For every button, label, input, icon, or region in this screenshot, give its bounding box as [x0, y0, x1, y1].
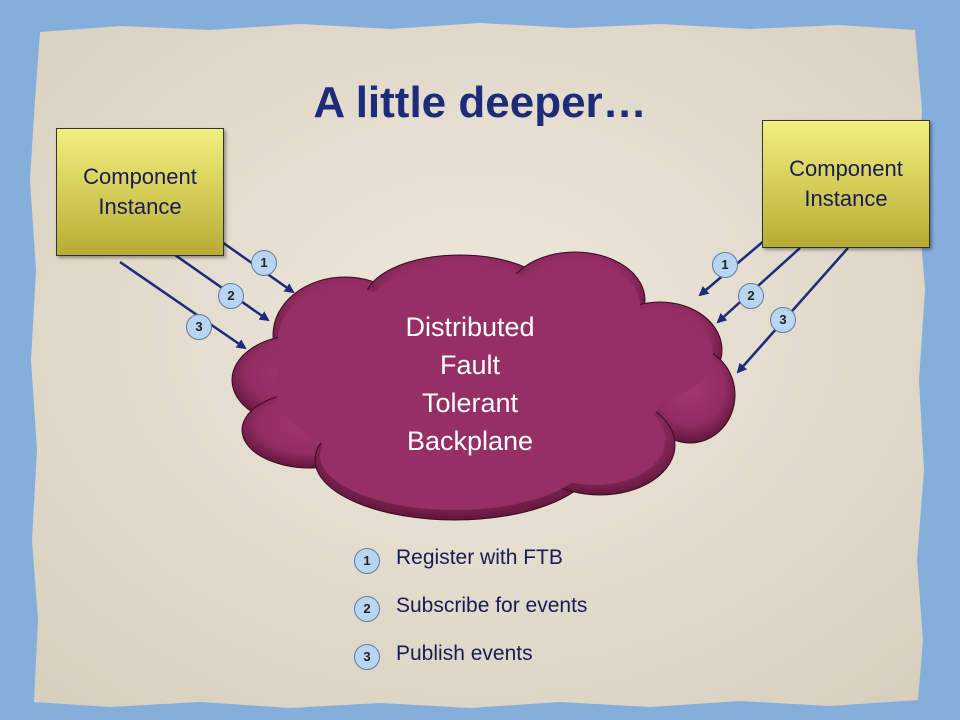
badge-right-3: 3	[770, 307, 796, 333]
cloud-fill-overlay	[275, 262, 713, 510]
legend-badge-1: 1	[354, 548, 380, 574]
badge-right-2: 2	[738, 283, 764, 309]
legend-badge-2: 2	[354, 596, 380, 622]
arrow-left-3	[119, 260, 247, 350]
component-instance-right: Component Instance	[762, 120, 930, 248]
legend-badge-3: 3	[354, 644, 380, 670]
badge-left-3: 3	[186, 314, 212, 340]
badge-right-1: 1	[712, 252, 738, 278]
legend-label-subscribe: Subscribe for events	[396, 594, 588, 617]
legend-label-publish: Publish events	[396, 642, 533, 665]
legend-label-register: Register with FTB	[396, 546, 563, 569]
badge-left-1: 1	[251, 250, 277, 276]
arrow-right-3	[736, 247, 849, 374]
component-instance-left: Component Instance	[56, 128, 224, 256]
slide-title: A little deeper…	[313, 78, 647, 127]
badge-left-2: 2	[218, 283, 244, 309]
backplane-label: Distributed Fault Tolerant Backplane	[405, 312, 535, 456]
